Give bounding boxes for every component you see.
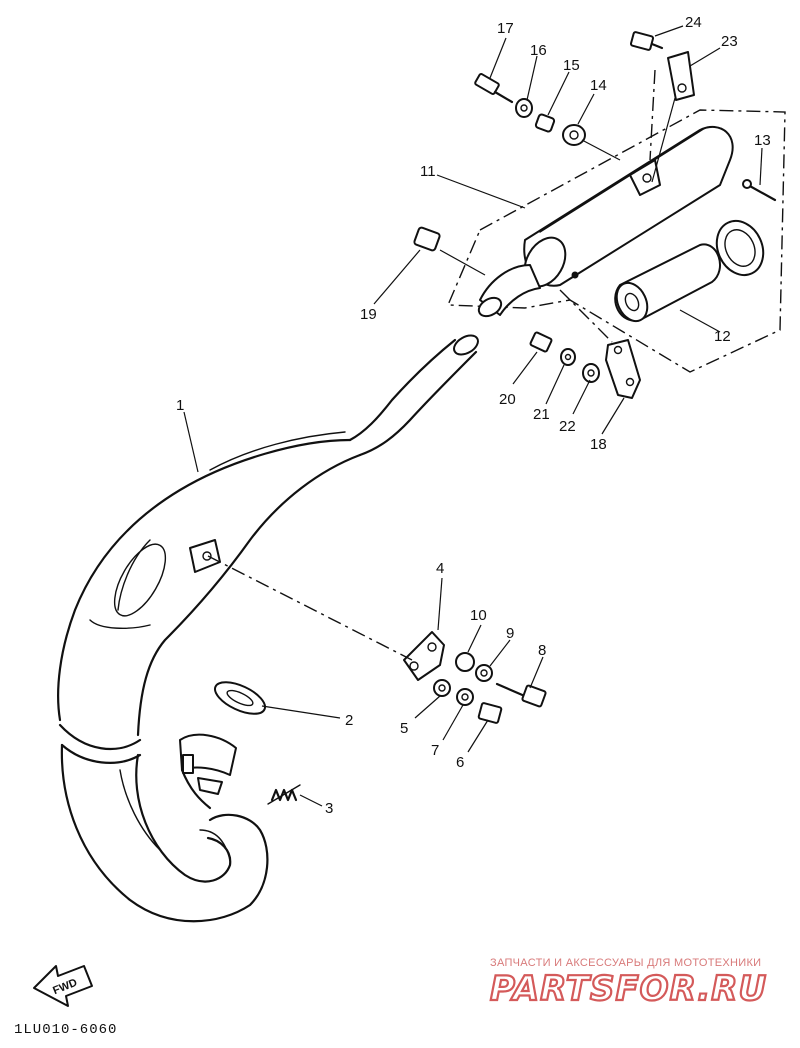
diagram-code: 1LU010-6060 bbox=[14, 1022, 117, 1038]
assembly-lines bbox=[207, 69, 656, 661]
part-label-22: 22 bbox=[559, 418, 576, 435]
part-label-24: 24 bbox=[685, 14, 702, 31]
part-label-8: 8 bbox=[538, 642, 546, 659]
part-label-7: 7 bbox=[431, 742, 439, 759]
part-label-1: 1 bbox=[176, 397, 184, 414]
spring-drawing bbox=[267, 784, 301, 805]
part-label-21: 21 bbox=[533, 406, 550, 423]
leader-lines bbox=[183, 25, 763, 807]
watermark-brand: PARTSFOR.RU bbox=[490, 969, 767, 1009]
part-label-18: 18 bbox=[590, 436, 607, 453]
watermark: ЗАПЧАСТИ И АКСЕССУАРЫ ДЛЯ МОТОТЕХНИКИ PA… bbox=[489, 957, 767, 1010]
part-labels: 1 2 3 4 5 6 7 8 9 10 11 12 13 14 15 16 1… bbox=[176, 14, 771, 817]
part-label-14: 14 bbox=[590, 77, 607, 94]
part-label-15: 15 bbox=[563, 57, 580, 74]
part-label-12: 12 bbox=[714, 328, 731, 345]
part-label-4: 4 bbox=[436, 560, 444, 577]
part-label-17: 17 bbox=[497, 20, 514, 37]
part-label-23: 23 bbox=[721, 33, 738, 50]
gasket-drawing bbox=[214, 681, 266, 715]
part-label-5: 5 bbox=[400, 720, 408, 737]
silencer-drawing bbox=[446, 109, 786, 373]
part-label-3: 3 bbox=[325, 800, 333, 817]
part-label-2: 2 bbox=[345, 712, 353, 729]
part-label-9: 9 bbox=[506, 625, 514, 642]
part-label-19: 19 bbox=[360, 306, 377, 323]
part-label-16: 16 bbox=[530, 42, 547, 59]
silencer-packing-drawing bbox=[614, 219, 765, 323]
part-label-10: 10 bbox=[470, 607, 487, 624]
small-parts-drawing bbox=[403, 31, 777, 724]
part-label-20: 20 bbox=[499, 391, 516, 408]
fwd-direction-arrow: FWD bbox=[33, 965, 93, 1007]
part-label-11: 11 bbox=[420, 163, 436, 180]
watermark-tagline: ЗАПЧАСТИ И АКСЕССУАРЫ ДЛЯ МОТОТЕХНИКИ bbox=[490, 957, 761, 969]
part-label-13: 13 bbox=[754, 132, 771, 149]
exhaust-pipe-drawing bbox=[57, 334, 479, 923]
part-label-6: 6 bbox=[456, 754, 464, 771]
